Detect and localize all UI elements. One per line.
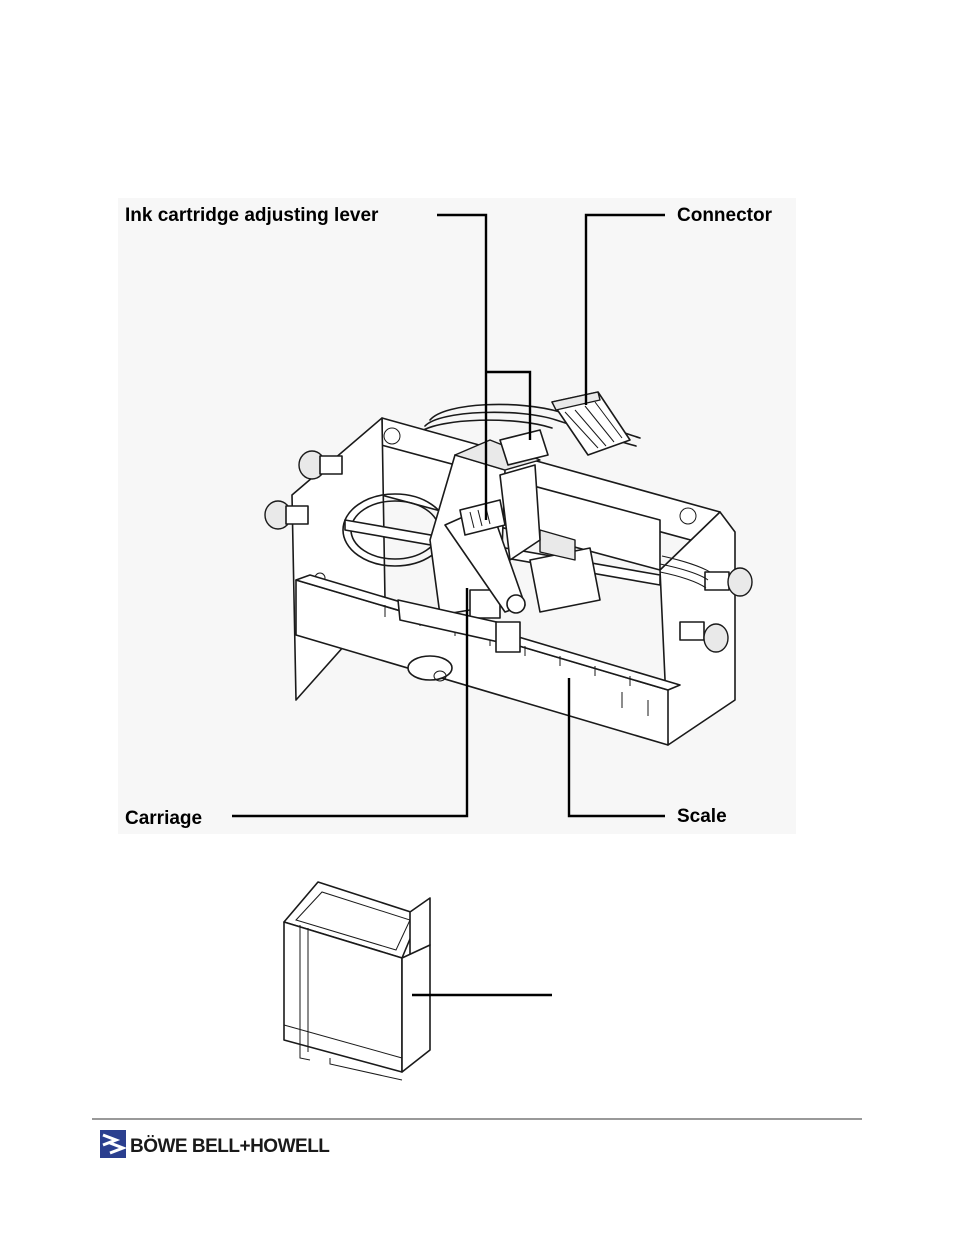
label-ink-cartridge-adjusting-lever: Ink cartridge adjusting lever bbox=[125, 205, 379, 226]
leader-connector bbox=[584, 213, 665, 405]
leader-scale bbox=[567, 678, 665, 818]
leader-ink-lever bbox=[437, 213, 488, 520]
callout-leaders bbox=[232, 213, 665, 818]
label-scale: Scale bbox=[677, 806, 727, 827]
scale-bar bbox=[295, 574, 681, 746]
left-thumb-screws bbox=[264, 450, 343, 530]
brand-logo: BÖWE BELL+HOWELL bbox=[100, 1130, 331, 1158]
brand-name: BÖWE BELL+HOWELL bbox=[130, 1136, 330, 1157]
motor-housing bbox=[407, 655, 453, 681]
leader-carriage bbox=[232, 588, 469, 818]
label-connector: Connector bbox=[677, 205, 773, 226]
right-thumb-screws bbox=[679, 567, 753, 653]
label-carriage: Carriage bbox=[125, 808, 202, 829]
ink-cartridge-illustration bbox=[283, 881, 552, 1081]
carriage-assembly-illustration bbox=[264, 391, 753, 746]
leader-ink-lever-branch bbox=[486, 370, 532, 440]
connector-drawing bbox=[551, 391, 631, 456]
